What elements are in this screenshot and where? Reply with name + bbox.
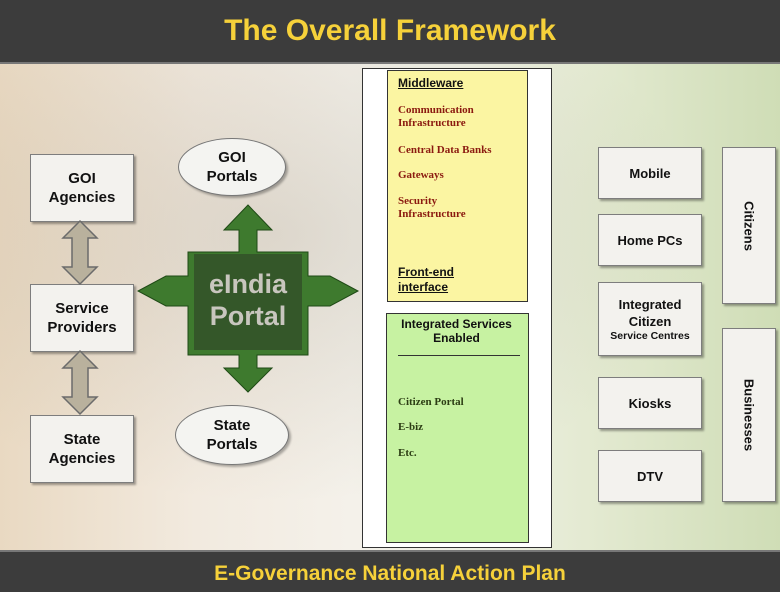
service-providers-box: Service Providers: [30, 284, 134, 352]
dtv-label: DTV: [637, 468, 663, 484]
middleware-item-gateways: Gateways: [398, 169, 444, 181]
integrated-services-title: Integrated Services Enabled: [401, 317, 512, 345]
icsc-box: Integrated Citizen Service Centres: [598, 282, 702, 356]
middleware-item-data-banks: Central Data Banks: [398, 144, 492, 156]
state-portals-label: State Portals: [206, 417, 258, 453]
middleware-title: Middleware: [398, 76, 464, 90]
businesses-box: Businesses: [722, 328, 776, 502]
service-providers-label: Service Providers: [47, 300, 117, 336]
goi-agencies-label: GOI Agencies: [48, 170, 116, 206]
service-item-ebiz: E-biz: [398, 421, 424, 433]
four-way-arrow-icon: [136, 204, 360, 393]
home-pcs-label: Home PCs: [617, 232, 683, 248]
middleware-item-communication: Communication Infrastructure: [398, 104, 474, 129]
integrated-services-divider: [398, 355, 520, 356]
eindia-portal-label: eIndia Portal: [208, 269, 288, 331]
goi-agencies-box: GOI Agencies: [30, 154, 134, 222]
home-pcs-box: Home PCs: [598, 214, 702, 266]
goi-portals-ellipse: GOI Portals: [178, 138, 286, 196]
dtv-box: DTV: [598, 450, 702, 502]
icsc-sub-label: Service Centres: [610, 329, 690, 342]
goi-portals-label: GOI Portals: [206, 149, 258, 185]
middleware-box: [387, 70, 528, 302]
service-item-citizen-portal: Citizen Portal: [398, 396, 464, 408]
kiosks-box: Kiosks: [598, 377, 702, 429]
service-item-etc: Etc.: [398, 447, 417, 459]
state-portals-ellipse: State Portals: [175, 405, 289, 465]
mobile-label: Mobile: [629, 165, 671, 181]
mobile-box: Mobile: [598, 147, 702, 199]
front-end-interface-label: Front-end interface: [398, 265, 454, 294]
double-arrow-icon: [61, 349, 99, 416]
icsc-label: Integrated Citizen: [618, 296, 682, 329]
state-agencies-box: State Agencies: [30, 415, 134, 483]
kiosks-label: Kiosks: [628, 395, 672, 411]
middleware-item-security: Security Infrastructure: [398, 195, 466, 220]
footer-title: E-Governance National Action Plan: [214, 562, 566, 585]
integrated-services-box: [386, 313, 529, 543]
slide-title: The Overall Framework: [224, 14, 556, 47]
citizens-label: Citizens: [741, 200, 757, 251]
businesses-label: Businesses: [741, 378, 757, 452]
state-agencies-label: State Agencies: [48, 431, 116, 467]
footer-bar: E-Governance National Action Plan: [0, 550, 780, 592]
citizens-box: Citizens: [722, 147, 776, 304]
double-arrow-icon: [61, 219, 99, 286]
header-bar: The Overall Framework: [0, 0, 780, 64]
